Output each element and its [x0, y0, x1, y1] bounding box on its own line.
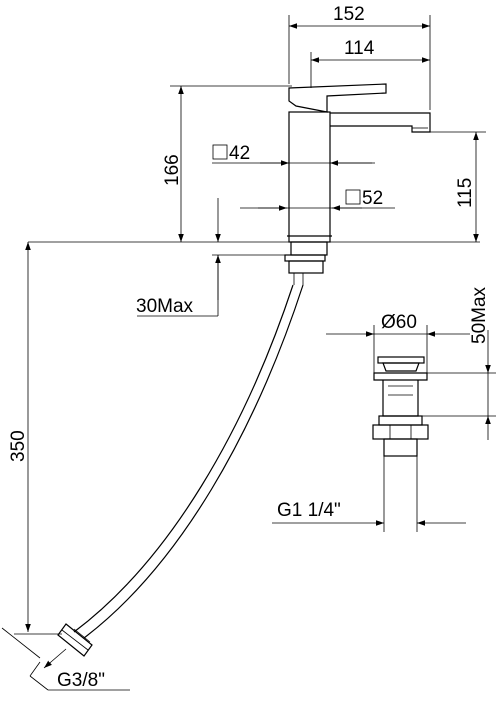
- dim-text-350: 350: [8, 430, 29, 462]
- square-symbol-42: [212, 144, 228, 160]
- dim-text-52: 52: [362, 188, 383, 209]
- mounting-washer: [284, 254, 326, 262]
- faucet-body: [28, 83, 480, 285]
- dim-text-g3-8: G3/8": [57, 670, 105, 691]
- dim-text-diameter-60: Ø60: [381, 312, 417, 333]
- dim-text-30max: 30Max: [136, 296, 194, 317]
- dimension-lines: [1, 15, 496, 691]
- dim-text-152: 152: [333, 4, 365, 25]
- flexible-hose: [57, 284, 304, 657]
- dim-text-115: 115: [455, 178, 476, 208]
- waste-outlet: [383, 438, 418, 457]
- pop-up-waste: [372, 356, 429, 457]
- hose-end-nut: [57, 623, 93, 657]
- mounting-nut: [288, 260, 324, 274]
- dim-text-114: 114: [344, 38, 375, 59]
- dim-text-42: 42: [229, 143, 250, 164]
- waste-washer: [378, 415, 423, 426]
- spout: [330, 112, 431, 133]
- square-symbol-52: [345, 189, 361, 205]
- waste-cap: [377, 356, 425, 364]
- faucet-column: [288, 111, 331, 243]
- waste-body: [382, 380, 419, 417]
- waste-nut: [372, 424, 429, 440]
- dim-text-166: 166: [162, 154, 183, 186]
- mounting-shank: [290, 241, 328, 256]
- dim-text-50max: 50Max: [469, 286, 490, 344]
- dim-text-g1-1-4: G1 1/4": [277, 500, 341, 521]
- lever-handle: [288, 83, 387, 113]
